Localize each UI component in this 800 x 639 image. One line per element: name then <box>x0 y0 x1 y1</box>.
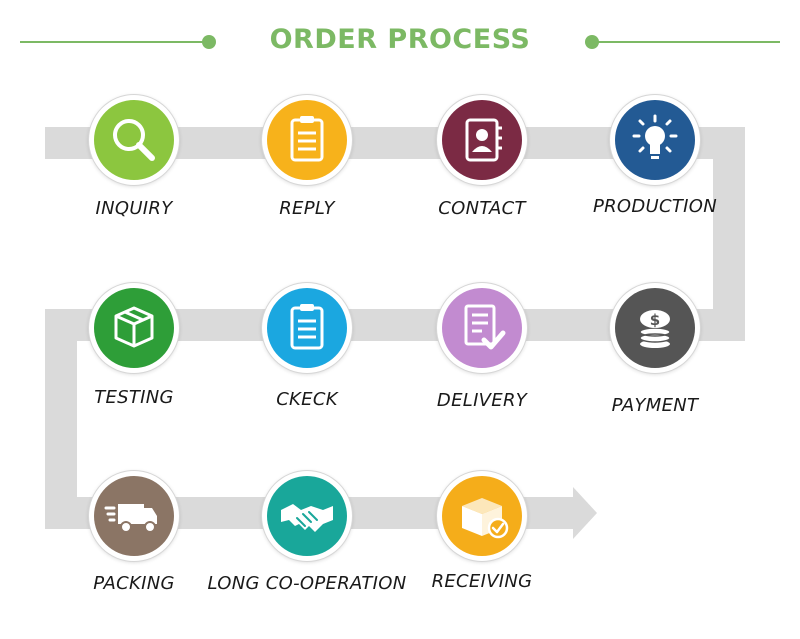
handshake-icon <box>267 476 347 556</box>
step-circle <box>89 283 179 373</box>
step-circle: $ <box>610 283 700 373</box>
step-label: TESTING <box>94 387 174 408</box>
step-label: PRODUCTION <box>592 196 718 217</box>
magnifier-icon <box>94 100 174 180</box>
step-label: INQUIRY <box>95 198 173 219</box>
lightbulb-icon <box>615 100 695 180</box>
header-line-left <box>20 41 210 43</box>
open-box-check-icon <box>442 476 522 556</box>
step-payment: $ PAYMENT <box>610 283 700 416</box>
step-production: PRODUCTION <box>593 95 717 217</box>
step-ckeck: CKECK <box>262 283 352 410</box>
contact-book-icon <box>442 100 522 180</box>
header-line-right <box>594 41 780 43</box>
step-circle <box>262 471 352 561</box>
step-inquiry: INQUIRY <box>89 95 179 219</box>
step-label: DELIVERY <box>436 390 528 411</box>
direction-arrow-icon <box>573 487 597 539</box>
step-receiving: RECEIVING <box>432 471 532 592</box>
clipboard-icon <box>267 288 347 368</box>
step-circle <box>262 95 352 185</box>
svg-text:$: $ <box>650 311 660 329</box>
step-label: RECEIVING <box>431 571 533 592</box>
page-title: ORDER PROCESS <box>269 24 531 55</box>
step-label: REPLY <box>279 198 335 219</box>
step-label: CKECK <box>276 389 338 410</box>
step-circle <box>437 95 527 185</box>
step-long-co-operation: LONG CO-OPERATION <box>208 471 406 594</box>
step-label: PACKING <box>93 573 175 594</box>
step-label: CONTACT <box>438 198 526 219</box>
step-testing: TESTING <box>89 283 179 408</box>
delivery-truck-icon <box>94 476 174 556</box>
step-circle <box>89 95 179 185</box>
clipboard-icon <box>267 100 347 180</box>
package-box-icon <box>94 288 174 368</box>
step-contact: CONTACT <box>437 95 527 219</box>
track-right-connector <box>713 127 745 341</box>
step-circle <box>437 471 527 561</box>
step-circle <box>437 283 527 373</box>
coins-icon: $ <box>615 288 695 368</box>
step-label: PAYMENT <box>611 395 699 416</box>
header-dot-left <box>202 35 216 49</box>
step-delivery: DELIVERY <box>437 283 527 411</box>
track-left-connector <box>45 309 77 529</box>
step-circle <box>89 471 179 561</box>
document-check-icon <box>442 288 522 368</box>
step-circle <box>262 283 352 373</box>
step-reply: REPLY <box>262 95 352 219</box>
step-circle <box>610 95 700 185</box>
header-dot-right <box>585 35 599 49</box>
step-label: LONG CO-OPERATION <box>207 573 407 594</box>
step-packing: PACKING <box>89 471 179 594</box>
